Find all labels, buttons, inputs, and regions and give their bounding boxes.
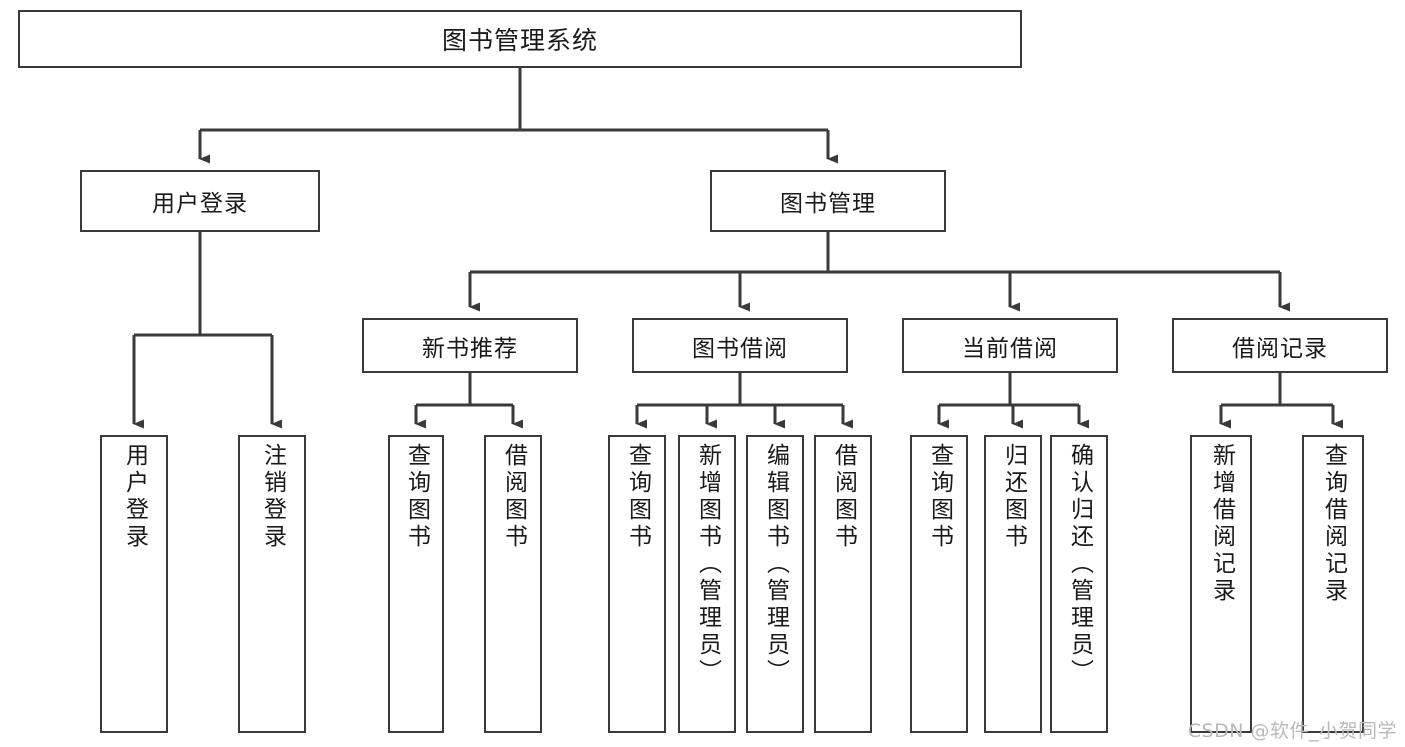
node-leaf-0[interactable]: 用户登录: [100, 435, 168, 733]
leaf-text-wrap: 归还图书: [986, 443, 1040, 551]
node-leaf-4[interactable]: 查询图书: [608, 435, 666, 733]
csdn-watermark: CSDN @软件_小贺同学: [1187, 720, 1397, 742]
node-leaf-2[interactable]: 查询图书: [388, 435, 444, 733]
node-level2-2[interactable]: 当前借阅: [902, 318, 1118, 373]
node-level2-label: 新书推荐: [422, 335, 518, 362]
node-level2-label: 借阅记录: [1232, 335, 1328, 362]
node-leaf-label: 新增图书（管理员）: [694, 443, 721, 686]
node-leaf-label: 查询图书: [403, 443, 430, 551]
node-leaf-label: 注销登录: [259, 443, 286, 551]
leaf-text-wrap: 新增借阅记录: [1192, 443, 1250, 605]
node-leaf-8[interactable]: 查询图书: [910, 435, 968, 733]
node-leaf-label: 编辑图书（管理员）: [762, 443, 789, 686]
node-leaf-11[interactable]: 新增借阅记录: [1190, 435, 1252, 733]
leaf-text-wrap: 用户登录: [102, 443, 166, 551]
node-leaf-label: 新增借阅记录: [1208, 443, 1235, 605]
leaf-text-wrap: 查询图书: [390, 443, 442, 551]
leaf-text-wrap: 借阅图书: [816, 443, 870, 551]
node-root-label: 图书管理系统: [441, 26, 598, 55]
node-leaf-label: 确认归还（管理员）: [1066, 443, 1093, 686]
node-level2-1[interactable]: 图书借阅: [632, 318, 848, 373]
node-leaf-label: 用户登录: [121, 443, 148, 551]
node-leaf-5[interactable]: 新增图书（管理员）: [678, 435, 736, 733]
node-level2-label: 当前借阅: [962, 335, 1058, 362]
node-level1-0[interactable]: 用户登录: [80, 170, 320, 232]
node-level2-0[interactable]: 新书推荐: [362, 318, 578, 373]
leaf-text-wrap: 借阅图书: [486, 443, 540, 551]
leaf-text-wrap: 编辑图书（管理员）: [748, 443, 802, 686]
leaf-text-wrap: 注销登录: [240, 443, 304, 551]
node-level2-3[interactable]: 借阅记录: [1172, 318, 1388, 373]
leaf-text-wrap: 确认归还（管理员）: [1052, 443, 1106, 686]
node-leaf-label: 查询图书: [926, 443, 953, 551]
node-level1-1[interactable]: 图书管理: [710, 170, 946, 232]
node-leaf-label: 归还图书: [1000, 443, 1027, 551]
node-leaf-label: 借阅图书: [500, 443, 527, 551]
node-leaf-10[interactable]: 确认归还（管理员）: [1050, 435, 1108, 733]
leaf-text-wrap: 新增图书（管理员）: [680, 443, 734, 686]
node-leaf-1[interactable]: 注销登录: [238, 435, 306, 733]
node-leaf-3[interactable]: 借阅图书: [484, 435, 542, 733]
node-leaf-9[interactable]: 归还图书: [984, 435, 1042, 733]
leaf-text-wrap: 查询图书: [610, 443, 664, 551]
node-leaf-label: 查询借阅记录: [1320, 443, 1347, 605]
node-level2-label: 图书借阅: [692, 335, 788, 362]
node-level1-label: 图书管理: [780, 191, 876, 217]
node-leaf-label: 查询图书: [624, 443, 651, 551]
leaf-text-wrap: 查询借阅记录: [1304, 443, 1362, 605]
node-leaf-12[interactable]: 查询借阅记录: [1302, 435, 1364, 733]
node-root[interactable]: 图书管理系统: [18, 10, 1022, 68]
node-leaf-7[interactable]: 借阅图书: [814, 435, 872, 733]
leaf-text-wrap: 查询图书: [912, 443, 966, 551]
node-leaf-6[interactable]: 编辑图书（管理员）: [746, 435, 804, 733]
node-leaf-label: 借阅图书: [830, 443, 857, 551]
node-level1-label: 用户登录: [152, 191, 248, 217]
